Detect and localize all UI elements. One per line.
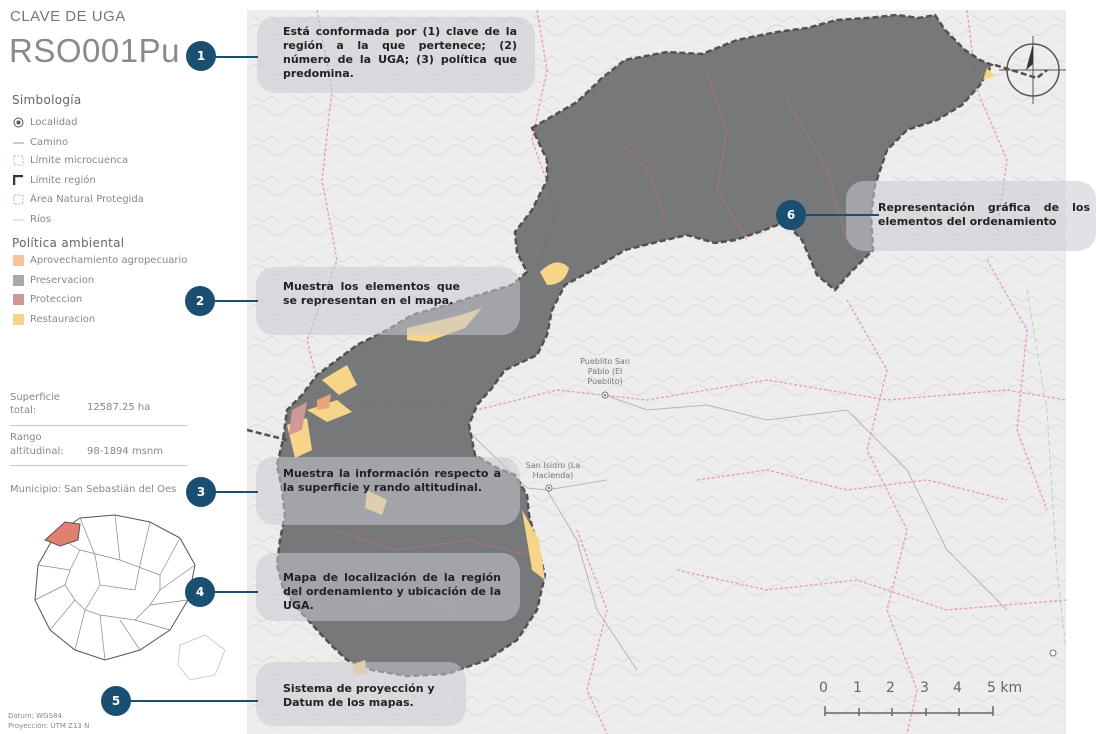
north-arrow-icon bbox=[999, 36, 1066, 104]
legend-item-anp: Área Natural Protegida bbox=[13, 194, 144, 205]
altitude-value: 98-1894 msnm bbox=[87, 446, 163, 457]
projection-text: Proyección: UTM Z13 N bbox=[8, 722, 90, 730]
scale-tick-4: 4 bbox=[953, 680, 962, 696]
callout-1-box bbox=[257, 17, 535, 93]
callout-4-box bbox=[256, 553, 520, 621]
uga-key-code: RSO001Pu bbox=[9, 32, 180, 69]
callout-6-text: Representación gráfica de los elementos … bbox=[878, 201, 1090, 228]
locality-san-isidro-dot bbox=[547, 486, 551, 490]
callout-5-badge[interactable]: 5 bbox=[101, 686, 131, 716]
callout-3-text: Muestra la información respecto a la sup… bbox=[283, 467, 501, 494]
info-panel: CLAVE DE UGA RSO001Pu Simbología Localid… bbox=[0, 0, 245, 734]
legend-item-microcuenca: Límite microcuenca bbox=[13, 155, 128, 166]
callout-5-box bbox=[256, 662, 466, 726]
callout-3-line bbox=[212, 491, 258, 493]
scale-tick-5: 5 km bbox=[987, 680, 1023, 696]
surface-label-2: total: bbox=[10, 405, 37, 416]
callout-2-box bbox=[256, 267, 520, 335]
region-boundary-west bbox=[247, 428, 288, 442]
river-icon bbox=[13, 219, 24, 221]
place-label-san-isidro: San Isidro (La Hacienda) bbox=[525, 461, 581, 480]
protected-area-icon bbox=[13, 194, 24, 205]
divider bbox=[10, 465, 188, 466]
legend-item-camino: Camino bbox=[13, 137, 68, 148]
surface-value: 12587.25 ha bbox=[87, 402, 151, 413]
callout-3-box bbox=[256, 457, 520, 525]
callout-3-badge[interactable]: 3 bbox=[186, 477, 216, 507]
callout-2-badge[interactable]: 2 bbox=[185, 286, 215, 316]
region-boundary-east bbox=[994, 63, 1048, 80]
legend-item-localidad: Localidad bbox=[13, 117, 78, 128]
callout-2-line bbox=[212, 300, 258, 302]
locality-marker[interactable] bbox=[1049, 649, 1057, 657]
callout-1-badge[interactable]: 1 bbox=[186, 41, 216, 71]
agro-swatch bbox=[13, 255, 24, 266]
legend-item-region: Límite región bbox=[13, 175, 96, 186]
map-area[interactable]: Pueblito San Pablo (El Pueblito) San Isi… bbox=[247, 10, 1066, 734]
callout-4-text: Mapa de localización de la región del or… bbox=[283, 571, 501, 612]
altitude-label-1: Rango bbox=[10, 432, 42, 443]
region-boundary-icon bbox=[13, 175, 23, 185]
policy-item-agro: Aprovechamiento agropecuario bbox=[13, 255, 187, 266]
road-icon bbox=[13, 142, 24, 144]
microbasin-boundary-icon bbox=[13, 155, 24, 166]
callout-2-text: Muestra los elementos que se representan… bbox=[283, 280, 460, 307]
policy-item-preservacion: Preservacion bbox=[13, 275, 94, 286]
callout-6-box bbox=[846, 181, 1096, 251]
locality-icon bbox=[13, 117, 24, 128]
callout-4-badge[interactable]: 4 bbox=[185, 577, 215, 607]
policy-item-restauracion: Restauracion bbox=[13, 314, 95, 325]
scale-tick-2: 2 bbox=[886, 680, 895, 696]
protection-patches bbox=[289, 394, 331, 435]
divider bbox=[10, 425, 188, 426]
callout-4-line bbox=[212, 591, 258, 593]
place-label-pueblito: Pueblito San Pablo (El Pueblito) bbox=[580, 357, 630, 386]
map-canvas bbox=[247, 10, 1066, 734]
protection-swatch bbox=[13, 294, 24, 305]
legend-item-rios: Ríos bbox=[13, 214, 51, 225]
callout-1-line bbox=[212, 56, 258, 58]
restoration-swatch bbox=[13, 314, 24, 325]
scale-tick-3: 3 bbox=[920, 680, 929, 696]
municipality-text: Municipio: San Sebastián del Oes bbox=[10, 484, 177, 495]
scale-tick-0: 0 bbox=[819, 680, 828, 696]
callout-5-text: Sistema de proyección y Datum de los map… bbox=[283, 682, 435, 709]
scale-tick-1: 1 bbox=[853, 680, 862, 696]
uga-key-label: CLAVE DE UGA bbox=[10, 8, 126, 25]
locator-map bbox=[34, 514, 226, 681]
scale-bar bbox=[824, 706, 994, 716]
callout-1-text: Está conformada por (1) clave de la regi… bbox=[283, 25, 517, 80]
callout-5-line bbox=[128, 700, 258, 702]
policy-title: Política ambiental bbox=[12, 236, 125, 250]
callout-6-line bbox=[803, 214, 879, 216]
legend-title: Simbología bbox=[12, 93, 82, 107]
altitude-label-2: altitudinal: bbox=[10, 446, 64, 457]
locality-pueblito-dot bbox=[603, 393, 607, 397]
preservation-swatch bbox=[13, 275, 24, 286]
datum-text: Datum: WGS84 bbox=[8, 712, 62, 720]
policy-item-proteccion: Proteccion bbox=[13, 294, 82, 305]
surface-label-1: Superficie bbox=[10, 392, 61, 403]
callout-6-badge[interactable]: 6 bbox=[776, 200, 806, 230]
